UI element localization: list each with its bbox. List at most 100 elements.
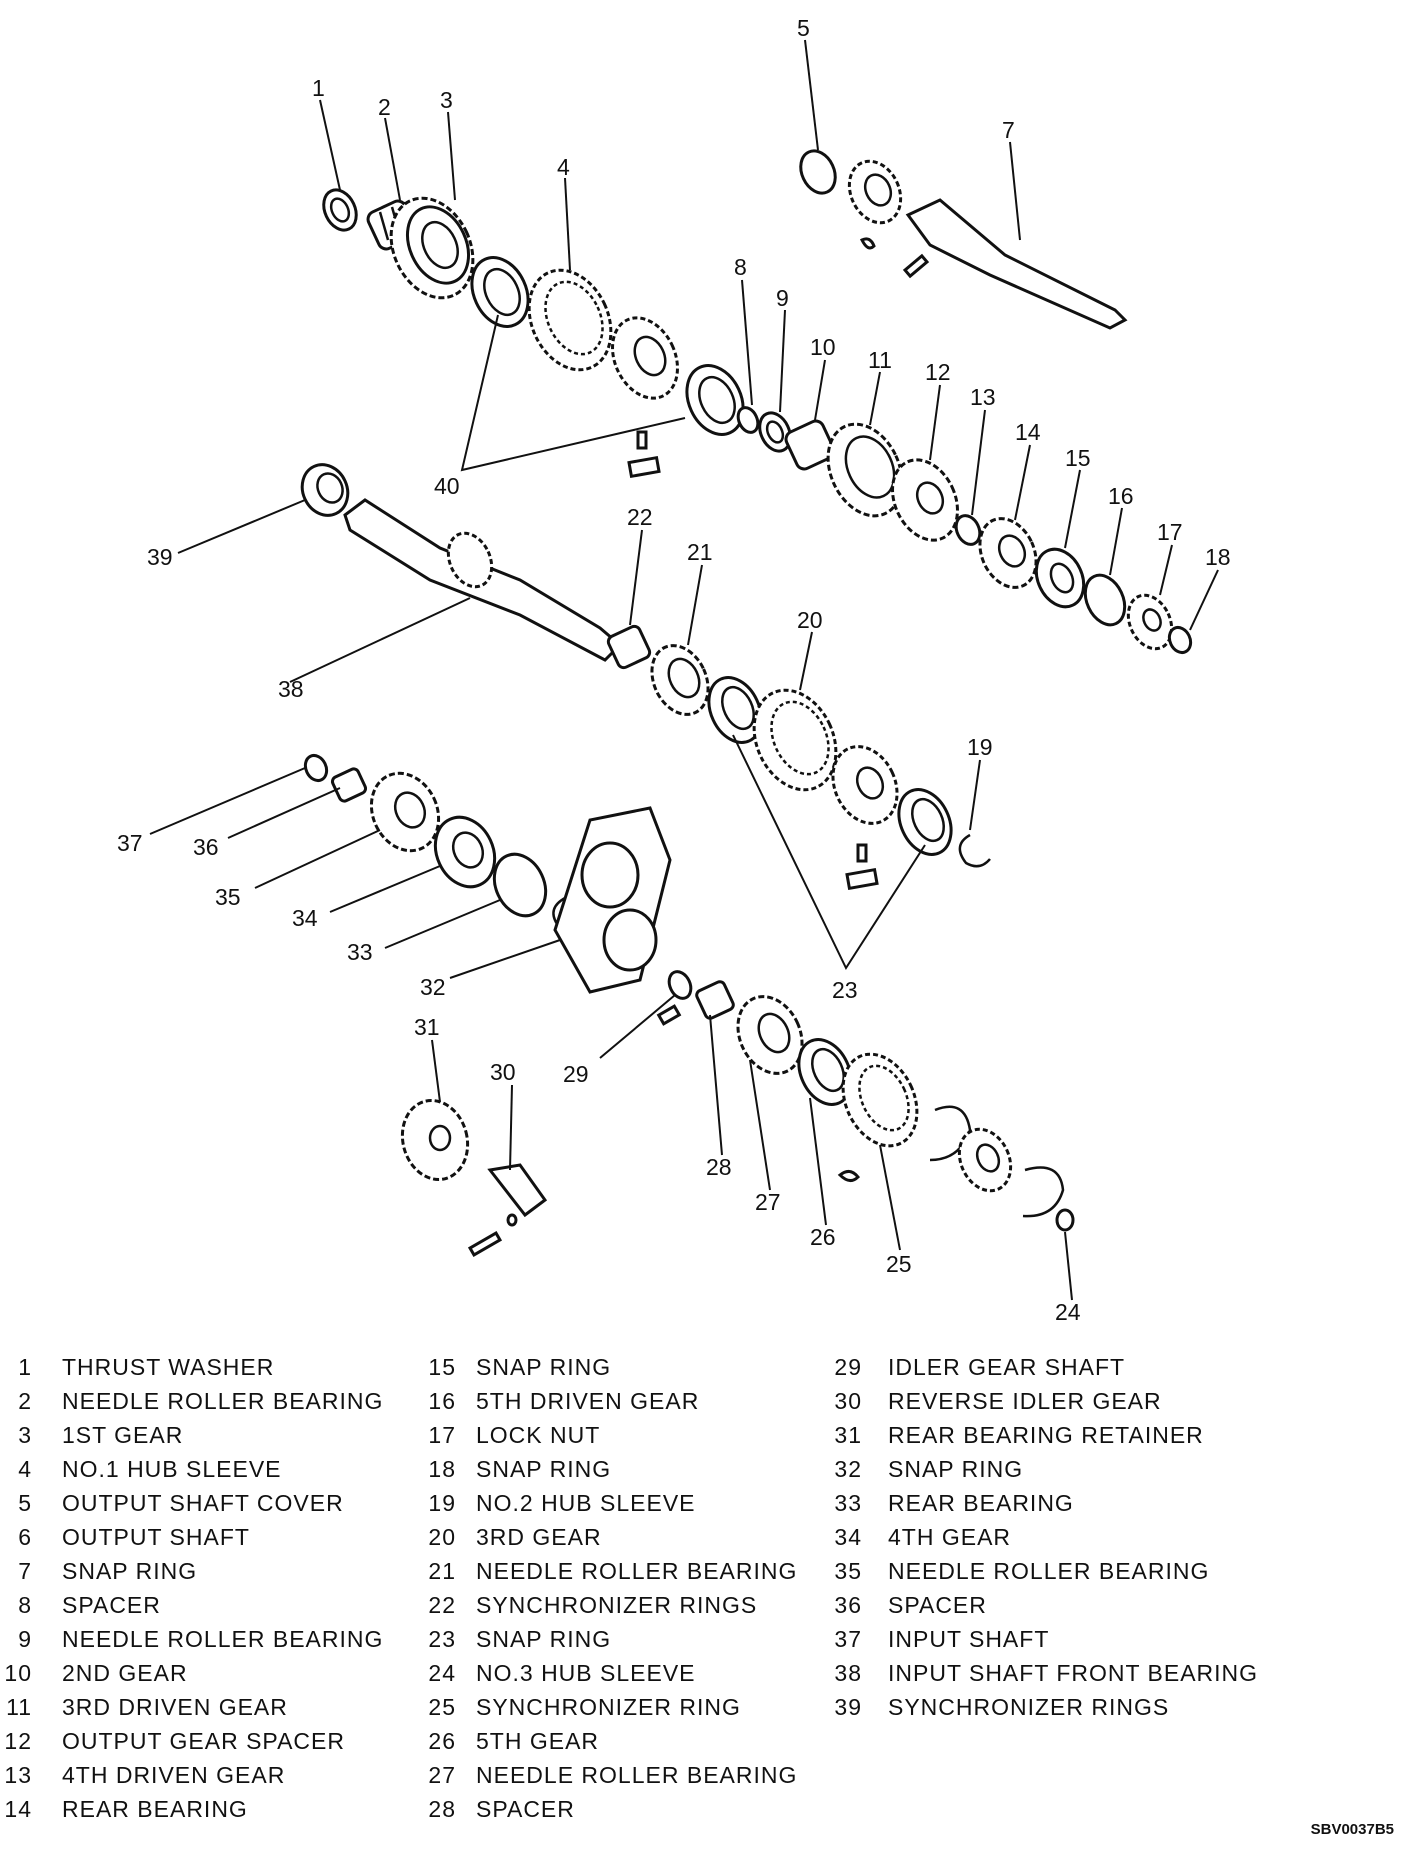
- callout-2: 2: [378, 94, 391, 120]
- legend-number: 1: [18, 1354, 32, 1380]
- legend-label: REAR BEARING: [62, 1796, 248, 1822]
- legend-number: 15: [428, 1354, 456, 1380]
- legend-label: OUTPUT SHAFT COVER: [62, 1490, 344, 1516]
- part-15-snap-ring: [1034, 547, 1086, 609]
- legend-label: SNAP RING: [62, 1558, 198, 1584]
- legend-label: NEEDLE ROLLER BEARING: [476, 1762, 798, 1788]
- legend-label: NEEDLE ROLLER BEARING: [62, 1626, 384, 1652]
- part-40-synchronizer-ring-b: [685, 364, 745, 436]
- callout-28: 28: [706, 1154, 732, 1180]
- legend-label: 5TH GEAR: [476, 1728, 600, 1754]
- figure-code: SBV0037B5: [1310, 1821, 1394, 1838]
- output-shaft-assembly: [322, 188, 1193, 655]
- legend-number: 34: [834, 1524, 862, 1550]
- part-16-fifth-driven-gear: [1083, 573, 1127, 627]
- callout-11: 11: [868, 347, 892, 373]
- callout-17: 17: [1157, 519, 1183, 545]
- legend-label: SNAP RING: [888, 1456, 1024, 1482]
- legend-label: INPUT SHAFT: [888, 1626, 1050, 1652]
- part-22-bearing: [606, 624, 652, 670]
- callout-39: 39: [147, 544, 173, 570]
- part-19-snap-ring: [958, 833, 991, 868]
- part-18-snap-ring: [1167, 625, 1193, 655]
- leader-lines: [149, 39, 1219, 1301]
- counter-gear-assembly: [303, 753, 1075, 1258]
- part-17-lock-nut: [1126, 593, 1174, 651]
- legend-label: REAR BEARING RETAINER: [888, 1422, 1204, 1448]
- exploded-view-diagram: 1 2 3 4 5 7 8 9 10 11 12 13 14 15 16 17 …: [117, 15, 1231, 1325]
- part-31-gear: [400, 1098, 470, 1182]
- legend-label: LOCK NUT: [476, 1422, 601, 1448]
- legend-number: 8: [18, 1592, 32, 1618]
- part-hub-with-key: [611, 316, 679, 479]
- callout-14: 14: [1015, 419, 1041, 445]
- part-21-needle-roller-bearing: [650, 644, 710, 716]
- callout-19: 19: [967, 734, 993, 760]
- callout-4: 4: [557, 154, 570, 180]
- legend-item: 34 4TH GEAR: [832, 1520, 1258, 1554]
- legend-item: 8 SPACER: [4, 1588, 383, 1622]
- part-40-synchronizer-ring-a: [470, 256, 530, 328]
- legend-number: 30: [834, 1388, 862, 1414]
- callout-8: 8: [734, 254, 747, 280]
- callout-7: 7: [1002, 117, 1015, 143]
- legend-label: 5TH DRIVEN GEAR: [476, 1388, 700, 1414]
- legend-number: 22: [428, 1592, 456, 1618]
- legend-label: SPACER: [62, 1592, 161, 1618]
- callout-22: 22: [627, 504, 653, 530]
- legend-number: 27: [428, 1762, 456, 1788]
- callout-38: 38: [278, 676, 304, 702]
- legend-label: 3RD DRIVEN GEAR: [62, 1694, 288, 1720]
- callout-20: 20: [797, 607, 823, 633]
- callout-34: 34: [292, 905, 318, 931]
- callout-27: 27: [755, 1189, 781, 1215]
- legend-number: 36: [834, 1592, 862, 1618]
- legend-number: 19: [428, 1490, 456, 1516]
- part-4-hub-sleeve: [527, 268, 613, 372]
- callout-36: 36: [193, 834, 219, 860]
- legend-label: SPACER: [888, 1592, 987, 1618]
- legend-label: INPUT SHAFT FRONT BEARING: [888, 1660, 1259, 1686]
- part-23-synchro-ring-a: [707, 676, 763, 744]
- legend-label: NO.3 HUB SLEEVE: [476, 1660, 696, 1686]
- legend-item: 5 OUTPUT SHAFT COVER: [4, 1486, 383, 1520]
- callout-29: 29: [563, 1061, 589, 1087]
- legend-label: 1ST GEAR: [62, 1422, 184, 1448]
- legend-label: SNAP RING: [476, 1626, 612, 1652]
- legend-label: NEEDLE ROLLER BEARING: [476, 1558, 798, 1584]
- legend-label: 3RD GEAR: [476, 1524, 602, 1550]
- part-7-shaft: [905, 198, 1128, 330]
- legend-label: THRUST WASHER: [62, 1354, 275, 1380]
- legend-number: 11: [6, 1694, 32, 1720]
- callout-31: 31: [414, 1014, 440, 1040]
- callout-12: 12: [925, 359, 951, 385]
- part-37-thrust: [303, 753, 329, 783]
- part-26-fifth-gear: [797, 1038, 853, 1106]
- part-32-plate: [553, 806, 672, 994]
- part-11-third-driven-gear: [826, 422, 904, 518]
- legend-label: 4TH GEAR: [888, 1524, 1012, 1550]
- legend-number: 16: [428, 1388, 456, 1414]
- callout-15: 15: [1065, 445, 1091, 471]
- callout-25: 25: [886, 1251, 912, 1277]
- legend-number: 5: [18, 1490, 32, 1516]
- part-24-hub: [957, 1127, 1013, 1193]
- legend-number: 29: [834, 1354, 862, 1380]
- legend-label: 4TH DRIVEN GEAR: [62, 1762, 286, 1788]
